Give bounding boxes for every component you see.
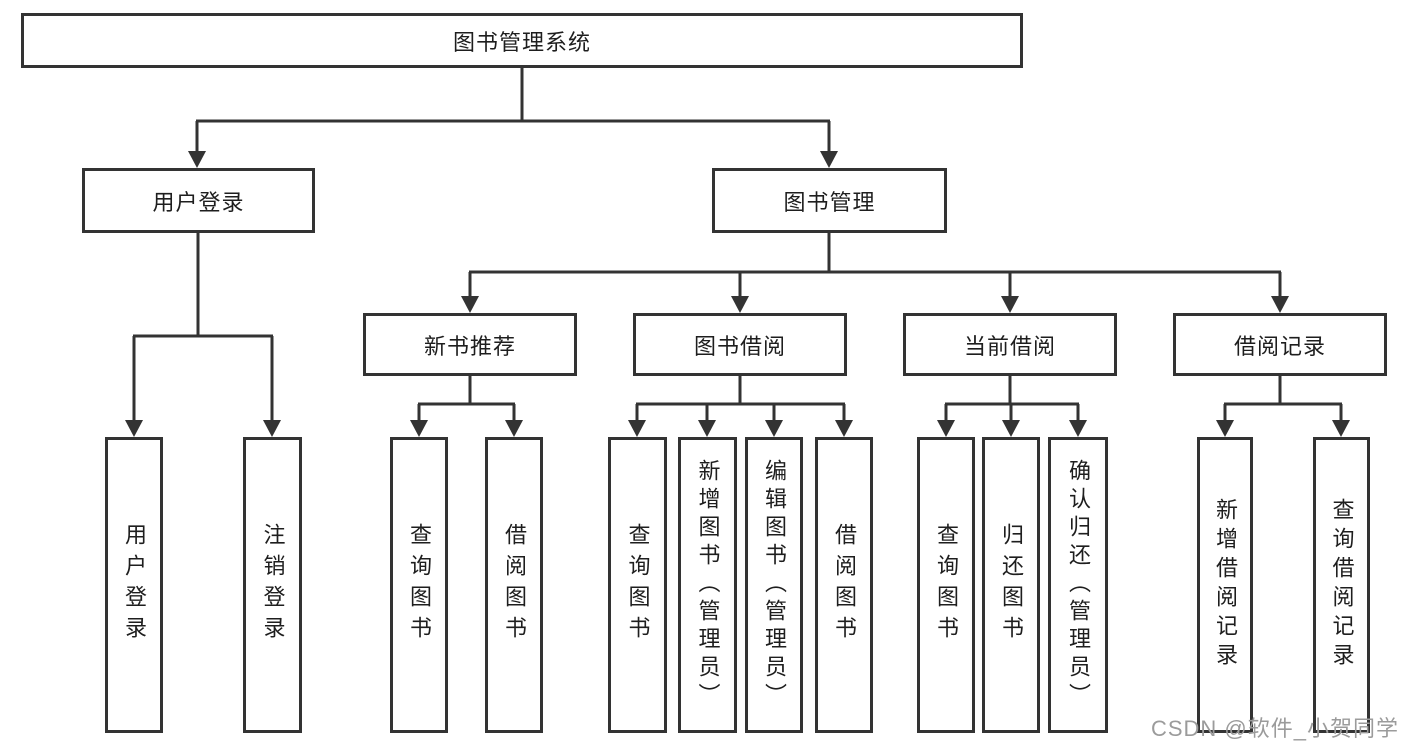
- connector-borrow-branch: [635, 374, 846, 423]
- leaf-borrow-books-recommend: 借阅图书: [485, 437, 543, 733]
- leaf-confirm-return-admin: 确认归还（管理员）: [1048, 437, 1108, 733]
- arrowhead: [820, 151, 838, 168]
- arrowhead: [125, 420, 143, 437]
- connector-recommend-branch: [417, 374, 516, 423]
- node-user-login: 用户登录: [82, 168, 315, 233]
- arrowhead: [1069, 420, 1087, 437]
- connector-current-branch: [944, 374, 1080, 423]
- node-book-borrow: 图书借阅: [633, 313, 847, 376]
- arrowhead: [1002, 420, 1020, 437]
- node-borrow-records: 借阅记录: [1173, 313, 1387, 376]
- arrowhead: [731, 296, 749, 313]
- leaf-add-borrow-record: 新增借阅记录: [1197, 437, 1253, 733]
- leaf-query-borrow-record: 查询借阅记录: [1313, 437, 1370, 733]
- arrowhead: [1332, 420, 1350, 437]
- arrowhead: [505, 420, 523, 437]
- arrowheads: [125, 151, 1350, 437]
- connector-records-branch: [1223, 374, 1343, 423]
- leaf-add-books-admin: 新增图书（管理员）: [678, 437, 737, 733]
- arrowhead: [188, 151, 206, 168]
- arrowhead: [835, 420, 853, 437]
- leaf-borrow-books: 借阅图书: [815, 437, 873, 733]
- arrowhead: [263, 420, 281, 437]
- csdn-watermark: CSDN @软件_小贺同学: [1150, 716, 1399, 741]
- node-library-system: 图书管理系统: [21, 13, 1023, 68]
- arrowhead: [765, 420, 783, 437]
- node-current-borrow: 当前借阅: [903, 313, 1117, 376]
- leaf-query-books-borrow: 查询图书: [608, 437, 667, 733]
- connector-login-branch: [132, 231, 274, 423]
- leaf-user-login: 用户登录: [105, 437, 163, 733]
- arrowhead: [628, 420, 646, 437]
- arrowhead: [698, 420, 716, 437]
- arrowhead: [1001, 296, 1019, 313]
- arrowhead: [937, 420, 955, 437]
- connector-mgmt-to-level3: [468, 231, 1282, 299]
- leaf-return-books: 归还图书: [982, 437, 1040, 733]
- node-book-management: 图书管理: [712, 168, 947, 233]
- leaf-logout: 注销登录: [243, 437, 302, 733]
- node-new-book-recommend: 新书推荐: [363, 313, 577, 376]
- arrowhead: [1216, 420, 1234, 437]
- leaf-query-books-recommend: 查询图书: [390, 437, 448, 733]
- connector-paths: [132, 68, 1343, 423]
- connector-root-to-level2: [195, 68, 831, 154]
- arrowhead: [1271, 296, 1289, 313]
- leaf-query-books-current: 查询图书: [917, 437, 975, 733]
- arrowhead: [410, 420, 428, 437]
- arrowhead: [461, 296, 479, 313]
- leaf-edit-books-admin: 编辑图书（管理员）: [745, 437, 803, 733]
